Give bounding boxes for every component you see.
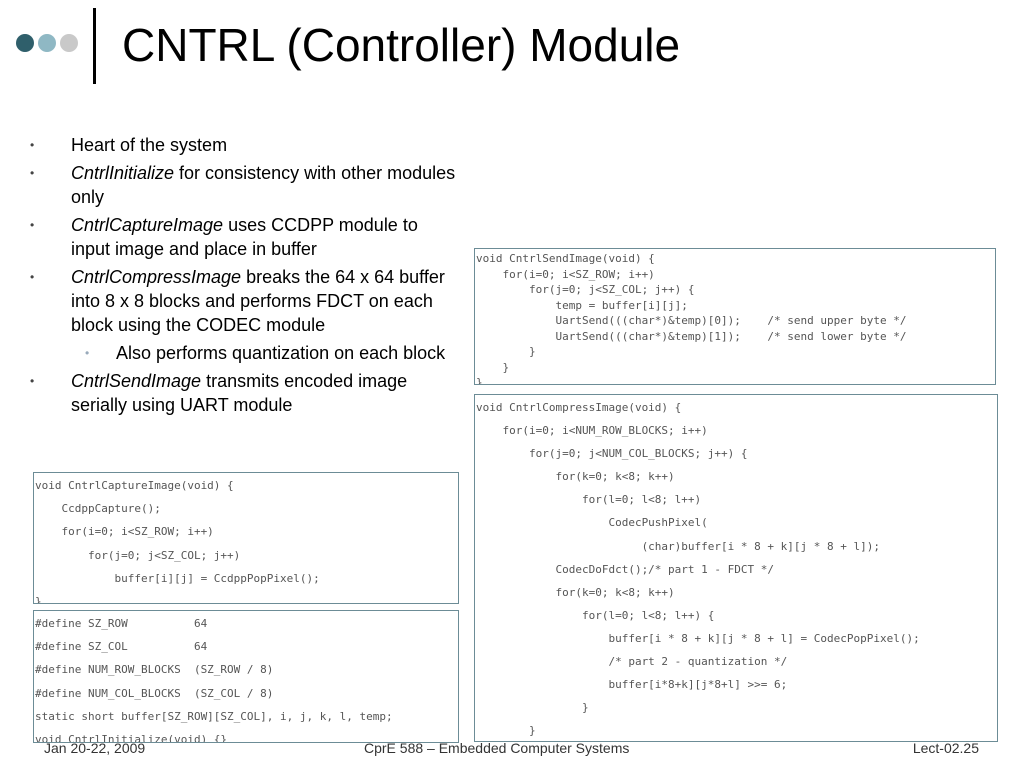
- bullet-list: • Heart of the system • CntrlInitialize …: [30, 133, 460, 421]
- code-block-defines: #define SZ_ROW 64 #define SZ_COL 64 #defin…: [33, 610, 459, 743]
- bullet-text: transmits encoded image serially using U…: [71, 371, 408, 415]
- code-line: #define SZ_COL 64: [35, 640, 208, 654]
- code-block-compress-image: void CntrlCompressImage(void) { for(i=0;…: [474, 394, 998, 742]
- bullet-marker: •: [30, 138, 35, 152]
- code-line: UartSend(((char*)&temp)[1]); /* send low…: [476, 329, 907, 343]
- code-line: }: [476, 701, 589, 715]
- code-line: UartSend(((char*)&temp)[0]); /* send upp…: [476, 314, 907, 327]
- title-divider: [93, 8, 96, 84]
- code-line: for(i=0; i<SZ_ROW; i++): [476, 267, 655, 281]
- code-line: static short buffer[SZ_ROW][SZ_COL], i, …: [35, 709, 393, 723]
- bullet-text: Heart of the system: [71, 135, 228, 155]
- code-line: for(i=0; i<NUM_ROW_BLOCKS; i++): [476, 424, 708, 438]
- code-line: for(j=0; j<SZ_COL; j++): [35, 548, 241, 562]
- code-line: void CntrlSendImage(void) {: [476, 252, 655, 265]
- code-block-capture-image: void CntrlCaptureImage(void) { CcdppCapt…: [33, 472, 459, 604]
- bullet-marker: •: [30, 218, 35, 232]
- three-dots-logo-icon: [16, 34, 88, 54]
- code-line: /* part 2 - quantization */: [476, 655, 788, 669]
- code-line: for(j=0; j<SZ_COL; j++) {: [476, 283, 695, 296]
- logo-dot-gray: [60, 34, 78, 52]
- code-line: void CntrlInitialize(void) {}: [35, 733, 228, 743]
- code-line: #define NUM_ROW_BLOCKS (SZ_ROW / 8): [35, 663, 274, 677]
- code-block-send-image: void CntrlSendImage(void) { for(i=0; i<S…: [474, 248, 996, 385]
- bullet-item: • CntrlSendImage transmits encoded image…: [30, 369, 460, 417]
- code-line: for(l=0; l<8; l++) {: [476, 608, 715, 622]
- code-line: #define NUM_COL_BLOCKS (SZ_COL / 8): [35, 686, 274, 700]
- code-line: CodecDoFdct();/* part 1 - FDCT */: [476, 562, 775, 576]
- sub-bullet-item: • Also performs quantization on each blo…: [30, 341, 460, 365]
- code-line: }: [35, 595, 42, 604]
- bullet-marker: •: [30, 374, 35, 388]
- logo-dot-dark: [16, 34, 34, 52]
- code-line: void CntrlCaptureImage(void) {: [35, 479, 234, 492]
- code-line: (char)buffer[i * 8 + k][j * 8 + l]);: [476, 539, 880, 553]
- bullet-marker: •: [85, 346, 90, 360]
- slide-title: CNTRL (Controller) Module: [122, 19, 681, 71]
- bullet-text: breaks the 64 x 64 buffer into 8 x 8 blo…: [71, 267, 445, 335]
- code-line: buffer[i*8+k][j*8+l] >>= 6;: [476, 678, 788, 692]
- footer-course: CprE 588 – Embedded Computer Systems: [364, 740, 630, 756]
- code-line: for(k=0; k<8; k++): [476, 585, 675, 599]
- bullet-item: • CntrlCaptureImage uses CCDPP module to…: [30, 213, 460, 261]
- bullet-item: • CntrlCompressImage breaks the 64 x 64 …: [30, 265, 460, 337]
- code-line: }: [476, 724, 536, 738]
- bullet-text: Also performs quantization on each block: [116, 343, 446, 363]
- bullet-term: CntrlCompressImage: [71, 267, 242, 287]
- footer-lecture: Lect-02.25: [912, 740, 979, 756]
- code-line: void CntrlCompressImage(void) {: [476, 401, 682, 414]
- code-line: buffer[i * 8 + k][j * 8 + l] = CodecPopP…: [476, 631, 920, 645]
- code-line: }: [476, 376, 483, 385]
- code-line: }: [476, 345, 536, 358]
- code-line: for(k=0; k<8; k++): [476, 470, 675, 484]
- code-line: CcdppCapture();: [35, 502, 161, 516]
- bullet-marker: •: [30, 166, 35, 180]
- code-line: #define SZ_ROW 64: [35, 617, 208, 630]
- bullet-item: • Heart of the system: [30, 133, 460, 157]
- code-line: }: [476, 360, 510, 374]
- code-line: for(j=0; j<NUM_COL_BLOCKS; j++) {: [476, 447, 748, 461]
- footer-date: Jan 20-22, 2009: [44, 740, 146, 756]
- bullet-marker: •: [30, 270, 35, 284]
- bullet-term: CntrlSendImage: [71, 371, 202, 391]
- code-line: for(i=0; i<SZ_ROW; i++): [35, 525, 214, 539]
- code-line: temp = buffer[i][j];: [476, 298, 688, 312]
- bullet-item: • CntrlInitialize for consistency with o…: [30, 161, 460, 209]
- logo-dot-light: [38, 34, 56, 52]
- code-line: buffer[i][j] = CcdppPopPixel();: [35, 571, 320, 585]
- code-line: CodecPushPixel(: [476, 516, 708, 530]
- bullet-text: for consistency with other modules only: [71, 163, 456, 207]
- bullet-term: CntrlInitialize: [71, 163, 175, 183]
- bullet-term: CntrlCaptureImage: [71, 215, 224, 235]
- bullet-text: uses CCDPP module to input image and pla…: [71, 215, 418, 259]
- code-line: for(l=0; l<8; l++): [476, 493, 702, 507]
